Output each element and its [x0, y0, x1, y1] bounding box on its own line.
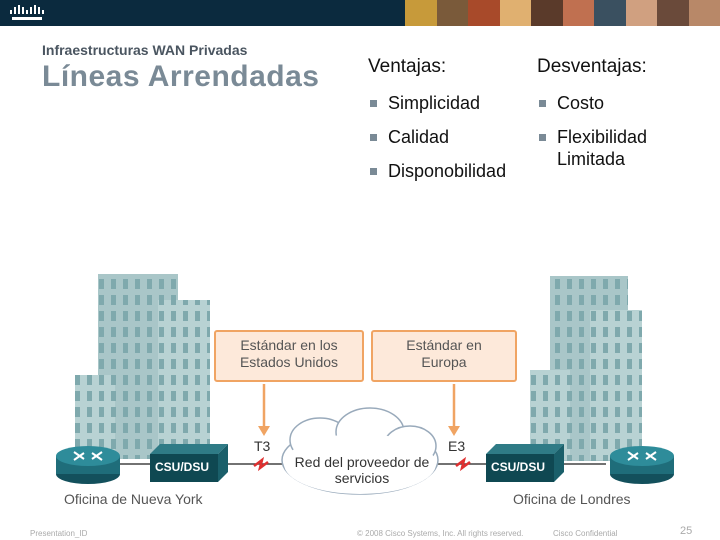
- diagram-art: [56, 274, 674, 495]
- office-new-york-label: Oficina de Nueva York: [64, 491, 203, 507]
- disadvantages-column: Desventajas: Costo Flexibilidad Limitada: [537, 56, 647, 183]
- router-right-icon: [610, 446, 674, 484]
- building-left-icon: [75, 274, 210, 460]
- t3-label: T3: [254, 438, 271, 454]
- disadvantage-item: Costo: [537, 93, 647, 113]
- csu-dsu-left-icon: [150, 444, 228, 482]
- header-bar: [0, 0, 720, 26]
- building-right-icon: [530, 276, 642, 461]
- bullet-icon: [370, 168, 377, 175]
- advantage-item: Disponobilidad: [368, 161, 506, 181]
- page-number: 25: [680, 525, 693, 537]
- cisco-logo-icon: [10, 5, 44, 20]
- disadvantages-heading: Desventajas:: [537, 56, 647, 77]
- slide-subtitle: Infraestructuras WAN Privadas: [42, 42, 248, 58]
- router-left-icon: [56, 446, 120, 484]
- csu-dsu-right-label: CSU/DSU: [491, 460, 546, 474]
- callout-europe-standard: Estándar en Europa: [371, 330, 517, 382]
- bullet-icon: [539, 134, 546, 141]
- leased-line-diagram: Estándar en los Estados Unidos Estándar …: [0, 260, 720, 520]
- advantage-item: Calidad: [368, 127, 506, 147]
- callout-us-standard: Estándar en los Estados Unidos: [214, 330, 364, 382]
- service-provider-cloud-icon: [281, 407, 439, 495]
- footer-confidential: Cisco Confidential: [553, 529, 618, 538]
- footer-presentation-id: Presentation_ID: [30, 529, 88, 538]
- office-london-label: Oficina de Londres: [513, 491, 631, 507]
- bullet-icon: [539, 100, 546, 107]
- advantages-column: Ventajas: Simplicidad Calidad Disponobil…: [368, 56, 506, 195]
- bullet-icon: [370, 134, 377, 141]
- footer-copyright: © 2008 Cisco Systems, Inc. All rights re…: [357, 529, 524, 538]
- disadvantage-item-continued: Limitada: [557, 149, 626, 169]
- header-photo-strip: [405, 0, 720, 26]
- csu-dsu-right-icon: [486, 444, 564, 482]
- disadvantage-item: Flexibilidad: [537, 127, 647, 147]
- e3-label: E3: [448, 438, 466, 454]
- bullet-icon: [370, 100, 377, 107]
- advantage-item: Simplicidad: [368, 93, 506, 113]
- advantages-heading: Ventajas:: [368, 56, 447, 77]
- slide-title: Líneas Arrendadas: [42, 60, 320, 93]
- cloud-label: Red del proveedor de servicios: [294, 454, 430, 486]
- csu-dsu-left-label: CSU/DSU: [155, 460, 210, 474]
